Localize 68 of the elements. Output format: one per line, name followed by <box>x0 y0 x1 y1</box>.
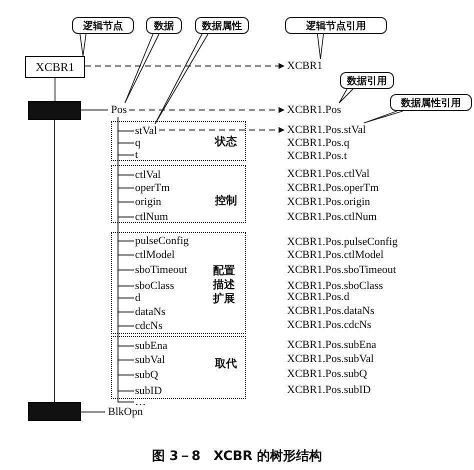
filled-bar <box>28 101 81 120</box>
reference-label: XCBR1.Pos.pulseConfig <box>287 235 398 249</box>
attribute-label: subEna <box>135 339 168 353</box>
leader-line <box>317 34 324 60</box>
reference-label: XCBR1.Pos.stVal <box>287 123 366 137</box>
group-label: 取代 <box>215 357 237 371</box>
reference-label: XCBR1.Pos.subQ <box>287 367 368 381</box>
filled-bar <box>28 402 81 421</box>
reference-label: XCBR1.Pos.operTm <box>287 181 379 195</box>
attribute-label: subQ <box>135 368 158 382</box>
dotted-group-box <box>111 336 246 399</box>
figure-caption: 图 3－8 XCBR 的树形结构 <box>150 448 324 465</box>
dotted-group-box <box>111 121 246 161</box>
reference-label: XCBR1.Pos.dataNs <box>287 304 374 318</box>
dotted-group-box <box>111 165 246 223</box>
reference-label: XCBR1.Pos.t <box>287 149 347 163</box>
leader-line <box>338 88 354 104</box>
reference-label: XCBR1 <box>287 59 322 73</box>
reference-label: XCBR1.Pos.d <box>287 290 350 304</box>
data-label: Pos <box>111 103 127 117</box>
reference-arrow <box>84 63 285 69</box>
reference-label: XCBR1.Pos.origin <box>287 195 370 209</box>
attribute-label: ctlNum <box>135 210 168 224</box>
attribute-label: pulseConfig <box>135 234 189 248</box>
dotted-group-box <box>111 232 246 334</box>
reference-label: XCBR1.Pos.ctlVal <box>287 167 370 181</box>
attribute-label: stVal <box>135 124 157 138</box>
callout-bubble: 数据 <box>146 17 182 34</box>
reference-label: XCBR1.Pos.sboTimeout <box>287 263 396 277</box>
attribute-label: ctlModel <box>135 248 175 262</box>
group-label: 状态 <box>215 135 237 149</box>
attribute-label: t <box>135 148 138 162</box>
leader-line <box>124 34 160 104</box>
reference-arrow <box>128 107 285 113</box>
reference-label: XCBR1.Pos.subVal <box>287 352 374 366</box>
group-label: 配置描述扩展 <box>213 264 236 306</box>
reference-arrow <box>158 127 285 133</box>
attribute-label: sboClass <box>135 279 174 293</box>
attribute-label: sboTimeout <box>135 263 188 277</box>
attribute-label: dataNs <box>135 305 166 319</box>
attribute-label: subVal <box>135 353 165 367</box>
attribute-label: cdcNs <box>135 319 162 333</box>
leader-line <box>363 110 404 124</box>
reference-label: XCBR1.Pos <box>287 103 342 117</box>
attribute-label: origin <box>135 195 162 209</box>
reference-label: XCBR1.Pos.subID <box>287 383 371 397</box>
tree-line <box>54 78 56 102</box>
reference-label: XCBR1.Pos.subEna <box>287 338 376 352</box>
attribute-label: q <box>135 136 140 150</box>
attribute-label: subID <box>135 384 162 398</box>
callout-bubble: 数据属性 <box>195 17 249 34</box>
reference-label: XCBR1.Pos.ctlModel <box>287 248 384 262</box>
group-label: 控制 <box>215 194 237 208</box>
attribute-label: ctlVal <box>135 168 161 182</box>
callout-bubble: 数据属性引用 <box>390 94 472 111</box>
reference-label: XCBR1.Pos.sboClass <box>287 279 383 292</box>
reference-label: XCBR1.Pos.ctlNum <box>287 210 377 224</box>
attribute-label: operTm <box>135 181 170 195</box>
reference-label: XCBR1.Pos.cdcNs <box>287 318 372 332</box>
callout-bubble: 逻辑节点 <box>72 17 134 34</box>
logical-node-box: XCBR1 <box>25 56 85 78</box>
tree-line <box>54 120 55 402</box>
callout-bubble: 数据引用 <box>340 72 394 89</box>
leader-line <box>80 34 86 56</box>
reference-label: XCBR1.Pos.q <box>287 136 350 150</box>
callout-bubble: 逻辑节点引用 <box>285 17 387 34</box>
leader-line <box>154 34 208 124</box>
attribute-label: d <box>135 291 140 305</box>
